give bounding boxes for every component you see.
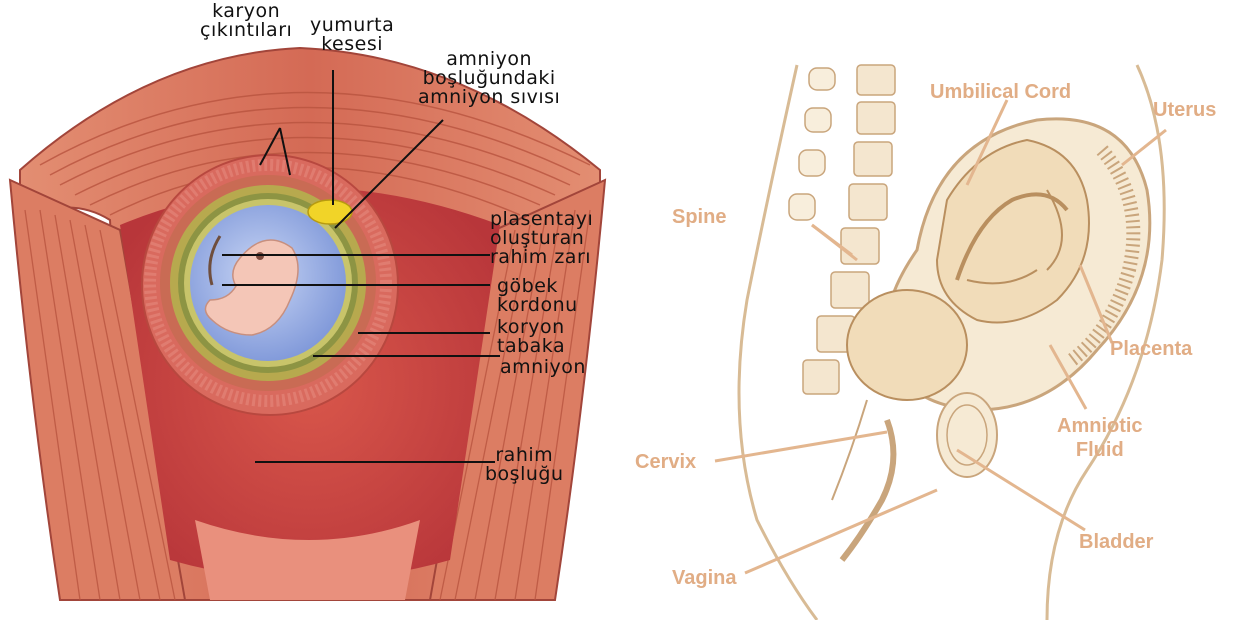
label-vagina: Vagina bbox=[672, 566, 736, 590]
label-amniyon: amniyon bbox=[500, 358, 586, 377]
label-placenta: Placenta bbox=[1110, 337, 1192, 361]
label-yumurta-kesesi: yumurta kesesi bbox=[310, 16, 394, 54]
label-cervix: Cervix bbox=[635, 450, 696, 474]
fetus-head bbox=[847, 290, 967, 400]
label-uterus: Uterus bbox=[1153, 98, 1216, 122]
label-bladder: Bladder bbox=[1079, 530, 1153, 554]
uterus-embryo-diagram: karyon çıkıntıları yumurta kesesi amniyo… bbox=[0, 0, 615, 620]
pregnancy-cross-section-diagram: Umbilical Cord Uterus Spine Placenta Amn… bbox=[617, 0, 1234, 620]
label-gobek-kordonu: göbek kordonu bbox=[497, 277, 578, 315]
label-plasenta: plasentayı oluşturan rahim zarı bbox=[490, 210, 593, 267]
label-karyon: karyon çıkıntıları bbox=[200, 2, 292, 40]
label-koryon: koryon tabaka bbox=[497, 318, 565, 356]
yolk-sac bbox=[308, 200, 352, 224]
label-umbilical-cord: Umbilical Cord bbox=[930, 80, 1071, 104]
label-amniyon-sivisi: amniyon boşluğundaki amniyon sıvısı bbox=[418, 50, 560, 107]
pregnancy-cross-section-illustration bbox=[617, 0, 1234, 620]
label-amniotic-fluid: Amniotic Fluid bbox=[1057, 414, 1143, 462]
label-rahim-boslugu: rahim boşluğu bbox=[485, 446, 564, 484]
label-spine: Spine bbox=[672, 205, 726, 229]
